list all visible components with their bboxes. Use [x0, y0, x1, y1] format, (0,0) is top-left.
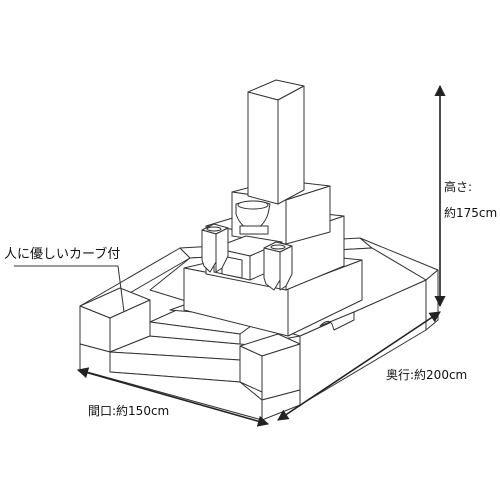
depth-label: 奥行:約200cm: [386, 368, 468, 382]
depth-arrow: [277, 311, 441, 421]
height-value-label: 約175cm: [444, 206, 498, 220]
width-label: 間口:約150cm: [88, 404, 170, 418]
flower-vase-left: [201, 223, 229, 273]
front-left-block: [79, 287, 151, 353]
flower-vase-right: [263, 241, 293, 291]
tombstone-pillar: [247, 79, 305, 205]
callout-pointer: [117, 265, 125, 313]
incense-holder: [235, 200, 271, 235]
width-arrow: [76, 367, 270, 427]
curve-callout-label: 人に優しいカーブ付: [4, 247, 121, 262]
height-label: 高さ:: [444, 180, 473, 194]
